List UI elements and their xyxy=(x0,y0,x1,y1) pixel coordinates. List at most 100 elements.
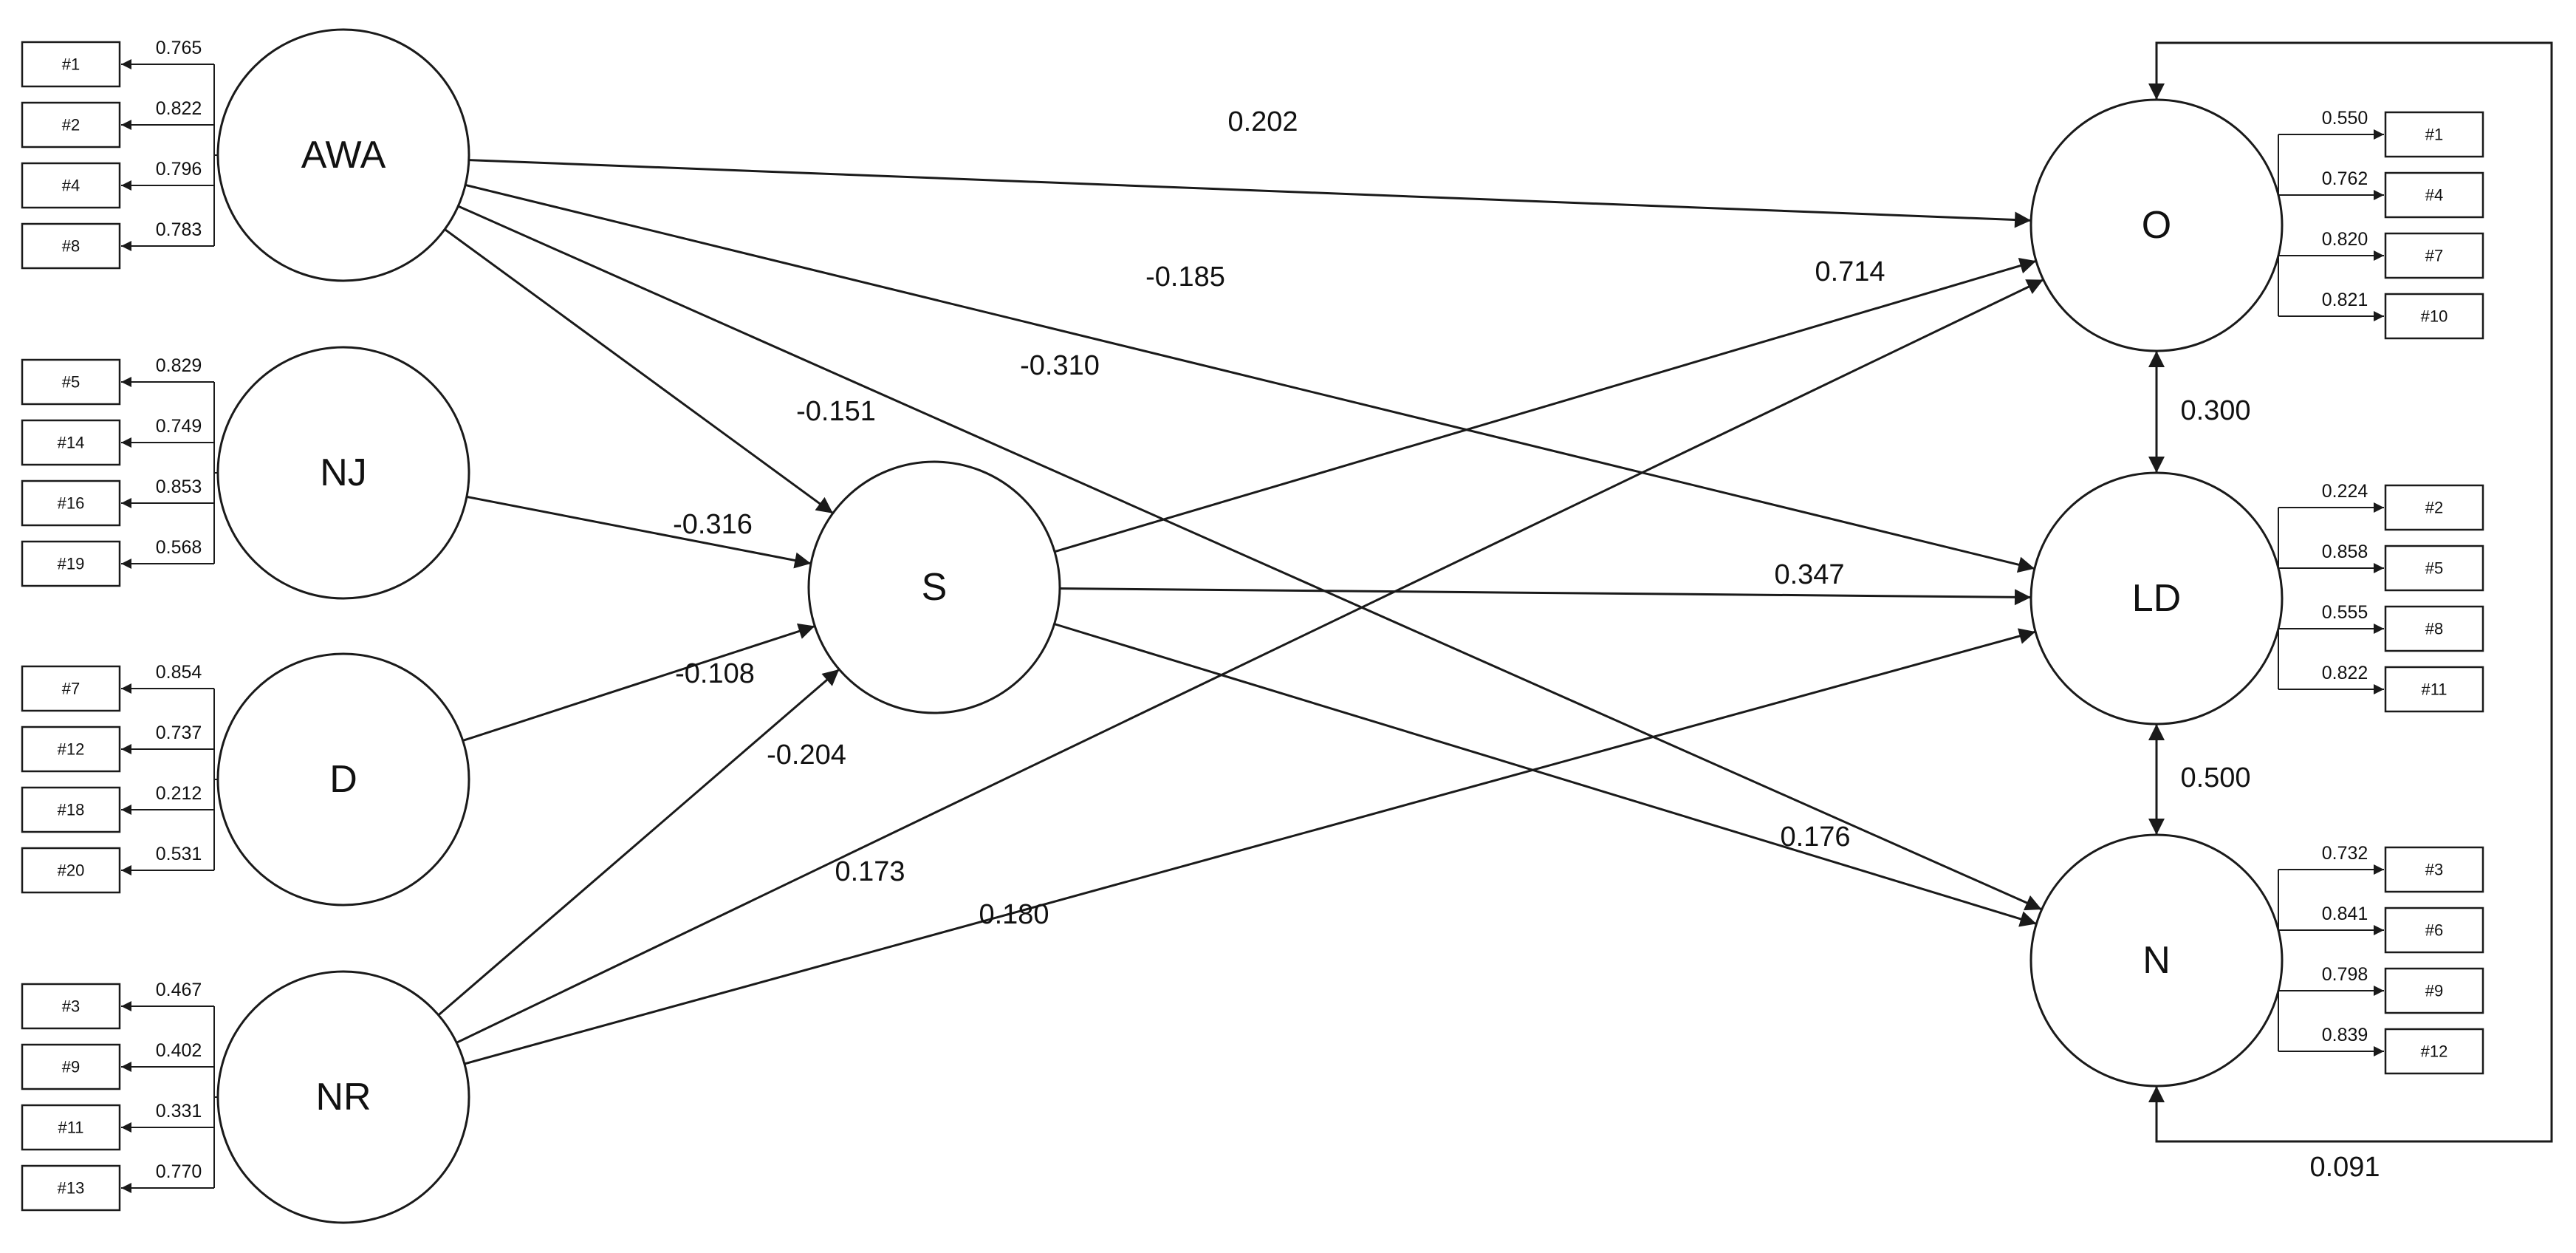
path-coefficients: 0.202-0.185-0.310-0.151-0.316-0.108-0.20… xyxy=(673,106,2380,1183)
indicator-label-awa-3: #8 xyxy=(62,237,80,256)
loading-value-n-3: 0.839 xyxy=(2322,1025,2368,1045)
indicator-label-ld-3: #11 xyxy=(2421,680,2447,699)
indicator-box-awa-0 xyxy=(21,41,121,88)
loading-value-nr-2: 0.331 xyxy=(156,1101,202,1121)
path-coefficient-nr-to-o: 0.173 xyxy=(835,856,905,887)
path-coefficient-s-to-n: 0.176 xyxy=(1780,822,1850,853)
indicator-box-n-3 xyxy=(2384,1028,2484,1075)
indicator-box-nr-0 xyxy=(21,983,121,1030)
correlation-coefficient-o-ld: 0.300 xyxy=(2180,395,2250,426)
correlation-coefficient-ld-n: 0.500 xyxy=(2180,762,2250,793)
indicator-box-nj-1 xyxy=(21,419,121,466)
loading-value-nj-1: 0.749 xyxy=(156,416,202,437)
indicator-box-awa-3 xyxy=(21,222,121,270)
indicator-box-nj-3 xyxy=(21,540,121,587)
indicator-label-nr-0: #3 xyxy=(62,997,80,1016)
loading-value-awa-0: 0.765 xyxy=(156,38,202,58)
path-coefficient-awa-to-n: -0.310 xyxy=(1020,350,1100,381)
indicator-label-nr-1: #9 xyxy=(62,1058,80,1076)
indicator-box-ld-1 xyxy=(2384,544,2484,592)
indicator-label-nj-0: #5 xyxy=(62,373,80,392)
indicator-box-o-1 xyxy=(2384,171,2484,219)
correlation-coefficient-o-n: 0.091 xyxy=(2309,1152,2380,1183)
indicator-label-n-0: #3 xyxy=(2425,861,2443,879)
path-arrow-s-to-o xyxy=(1052,257,2037,553)
indicator-box-nj-2 xyxy=(21,479,121,527)
construct-circle-nr xyxy=(216,970,470,1224)
construct-circle-d xyxy=(216,652,470,907)
path-arrow-awa-to-s xyxy=(442,227,834,514)
loading-value-d-3: 0.531 xyxy=(156,844,202,864)
indicator-label-o-2: #7 xyxy=(2425,247,2443,265)
indicator-box-n-0 xyxy=(2384,846,2484,893)
construct-label-ld: LD xyxy=(2132,577,2181,620)
indicator-box-ld-3 xyxy=(2384,666,2484,713)
indicator-label-n-2: #9 xyxy=(2425,982,2443,1000)
loading-value-nj-3: 0.568 xyxy=(156,537,202,558)
loading-value-n-2: 0.798 xyxy=(2322,964,2368,985)
loading-value-awa-2: 0.796 xyxy=(156,159,202,180)
loading-value-n-1: 0.841 xyxy=(2322,904,2368,924)
indicator-label-nr-3: #13 xyxy=(58,1179,85,1198)
path-coefficient-awa-to-s: -0.151 xyxy=(796,396,876,427)
path-arrow-awa-to-n xyxy=(456,204,2043,911)
indicator-box-awa-2 xyxy=(21,162,121,209)
indicator-box-o-2 xyxy=(2384,232,2484,279)
indicator-box-nr-3 xyxy=(21,1164,121,1212)
path-coefficient-nr-to-s: -0.204 xyxy=(767,740,846,771)
indicator-box-o-0 xyxy=(2384,111,2484,158)
loading-value-ld-1: 0.858 xyxy=(2322,542,2368,562)
indicator-box-o-3 xyxy=(2384,293,2484,340)
indicator-label-ld-2: #8 xyxy=(2425,620,2443,638)
loading-value-o-0: 0.550 xyxy=(2322,108,2368,129)
path-coefficient-nj-to-s: -0.316 xyxy=(673,509,753,540)
indicator-label-ld-1: #5 xyxy=(2425,559,2443,578)
loading-value-d-1: 0.737 xyxy=(156,723,202,743)
indicator-label-nj-1: #14 xyxy=(58,434,85,452)
construct-label-d: D xyxy=(329,758,357,801)
indicator-box-d-1 xyxy=(21,725,121,773)
indicator-box-n-2 xyxy=(2384,967,2484,1014)
indicator-box-n-1 xyxy=(2384,907,2484,954)
loading-value-nj-0: 0.829 xyxy=(156,355,202,376)
loading-value-nr-0: 0.467 xyxy=(156,980,202,1000)
indicator-label-awa-2: #4 xyxy=(62,177,80,195)
loading-value-nr-1: 0.402 xyxy=(156,1040,202,1061)
path-arrow-awa-to-ld xyxy=(463,183,2035,573)
indicator-box-nj-0 xyxy=(21,358,121,406)
loading-value-o-3: 0.821 xyxy=(2322,290,2368,310)
indicator-box-awa-1 xyxy=(21,101,121,148)
path-arrow-s-to-n xyxy=(1052,622,2037,927)
construct-label-o: O xyxy=(2142,204,2171,247)
indicator-box-ld-2 xyxy=(2384,605,2484,652)
indicator-label-awa-0: #1 xyxy=(62,55,80,74)
indicator-label-d-2: #18 xyxy=(58,801,85,819)
path-arrow-nr-to-s xyxy=(436,668,840,1017)
indicator-box-nr-1 xyxy=(21,1043,121,1090)
indicator-label-d-0: #7 xyxy=(62,680,80,698)
indicator-label-d-1: #12 xyxy=(58,740,85,759)
indicator-label-d-3: #20 xyxy=(58,861,85,880)
loading-value-awa-1: 0.822 xyxy=(156,98,202,119)
construct-circle-nj xyxy=(216,346,470,600)
path-arrow-d-to-s xyxy=(461,623,815,742)
path-arrow-nj-to-s xyxy=(465,495,812,569)
indicator-box-d-3 xyxy=(21,847,121,894)
loading-value-n-0: 0.732 xyxy=(2322,843,2368,864)
indicator-box-d-2 xyxy=(21,786,121,833)
construct-label-nr: NR xyxy=(315,1076,371,1119)
path-coefficient-s-to-ld: 0.347 xyxy=(1774,559,1844,590)
construct-label-nj: NJ xyxy=(320,451,367,494)
indicator-label-n-3: #12 xyxy=(2421,1042,2448,1061)
construct-label-s: S xyxy=(922,566,948,609)
indicator-label-ld-0: #2 xyxy=(2425,499,2443,517)
loading-value-ld-3: 0.822 xyxy=(2322,663,2368,683)
construct-circle-ld xyxy=(2029,471,2284,725)
loading-value-o-1: 0.762 xyxy=(2322,168,2368,189)
structural-paths xyxy=(436,41,2553,1143)
path-arrow-awa-to-o xyxy=(467,159,2032,228)
construct-circle-n xyxy=(2029,833,2284,1088)
indicator-label-o-3: #10 xyxy=(2421,307,2448,326)
